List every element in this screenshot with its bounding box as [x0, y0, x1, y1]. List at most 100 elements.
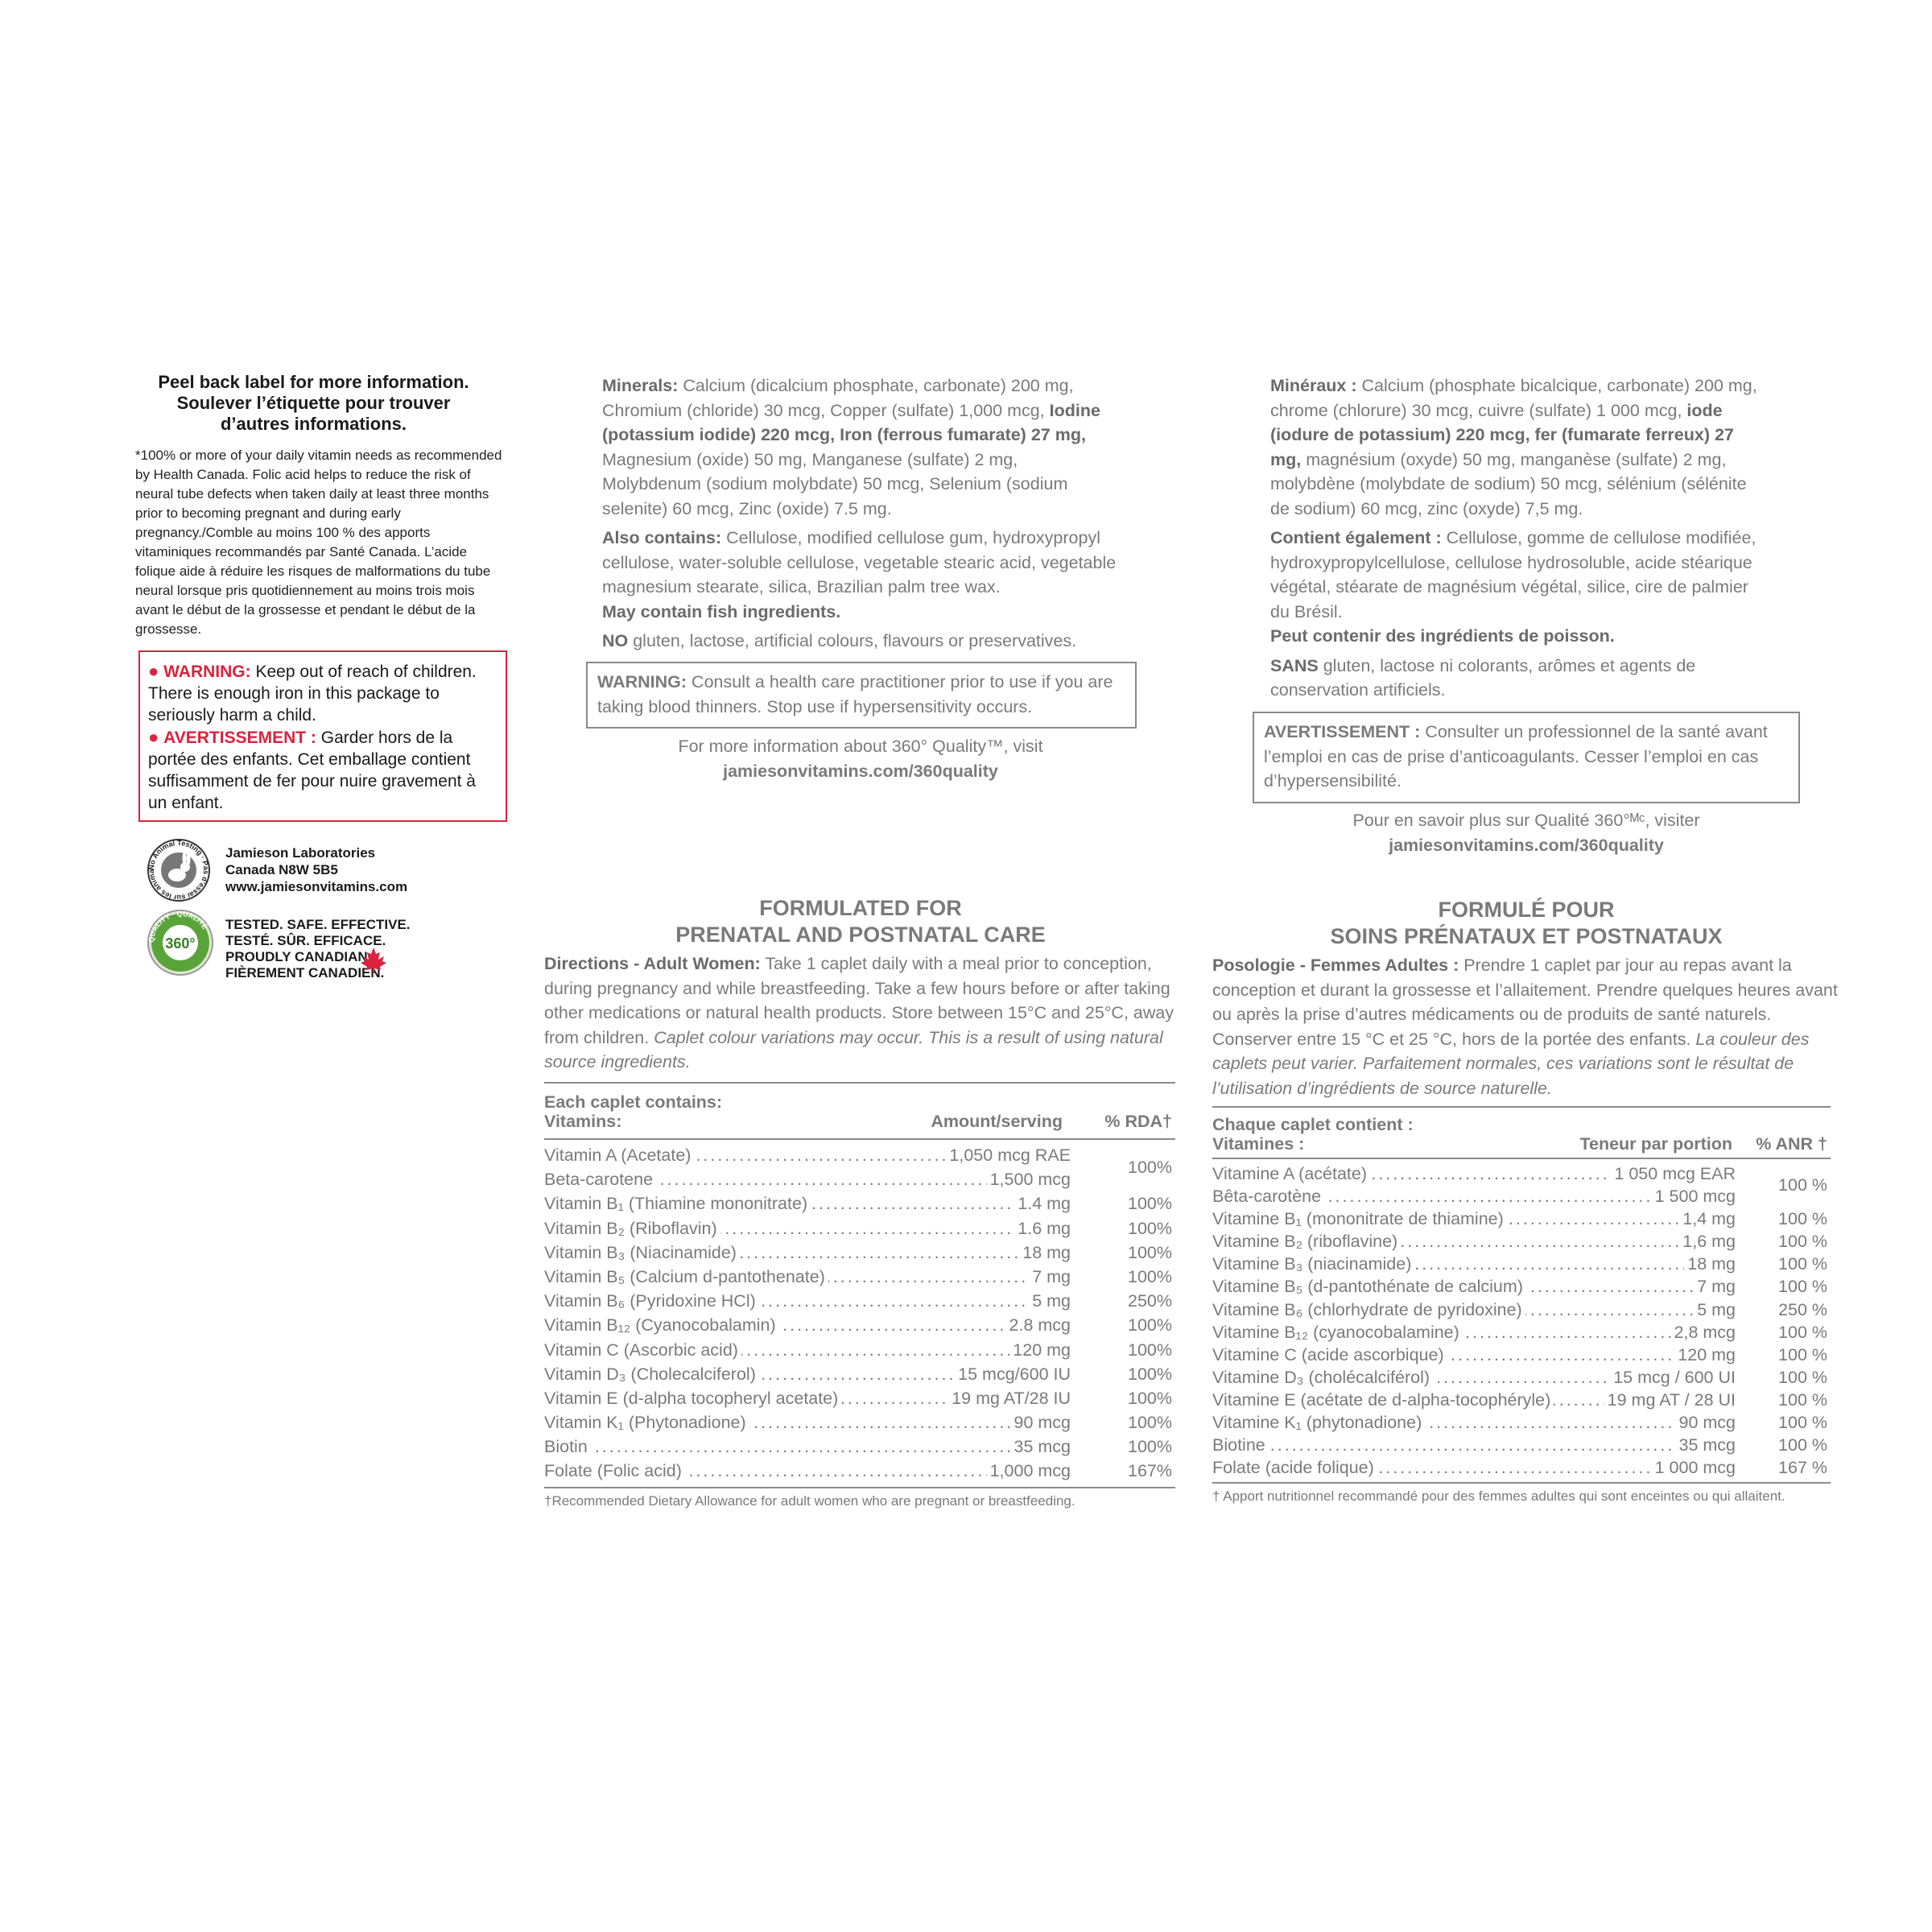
nutrient-name: Vitamin B₁ (Thiamine mononitrate) [544, 1191, 811, 1216]
nutrient-name: Vitamine A (acétate) [1212, 1162, 1371, 1186]
fr-more-info: Pour en savoir plus sur Qualité 360°ᴹᶜ, … [1253, 808, 1800, 857]
nutrient-percent: 100 % [1778, 1175, 1827, 1195]
avertissement-text: Garder hors de la portée des enfants. Ce… [148, 729, 476, 812]
nutrient-amount: 5 mg [1694, 1298, 1736, 1321]
fr-vitamin-table: Chaque caplet contient : Vitamines : Ten… [1212, 1106, 1831, 1505]
no-animal-testing-icon: No Animal Testing · Pas d’essai sur les … [147, 838, 210, 902]
nutrient-percent: 100 % [1778, 1389, 1827, 1410]
nutrient-name: Vitamine E (acétate de d-alpha-tocophéry… [1212, 1388, 1554, 1412]
nutrient-percent: 100% [1128, 1437, 1172, 1457]
nutrient-amount: 7 mg [1694, 1275, 1736, 1298]
nutrient-name: Vitamin B₆ (Pyridoxine HCl) [544, 1289, 759, 1314]
nutrient-percent: 100% [1128, 1266, 1172, 1286]
nutrient-name: Vitamine B₆ (chlorhydrate de pyridoxine) [1212, 1298, 1525, 1321]
nutrient-percent: 167 % [1778, 1458, 1827, 1478]
nutrient-name: Vitamine K₁ (phytonadione) [1212, 1411, 1426, 1435]
fr-directions: Posologie - Femmes Adultes : Prendre 1 c… [1212, 956, 1838, 1098]
nutrient-name: Vitamine B₅ (d-pantothénate de calcium) [1212, 1275, 1526, 1298]
en-vitamin-table: Each caplet contains: Vitamins: Amount/s… [544, 1082, 1175, 1509]
nutrient-amount: 2.8 mcg [1005, 1313, 1071, 1338]
nutrient-amount: 1 050 mcg EAR [1611, 1162, 1736, 1186]
en-also-contains: Also contains: Cellulose, modified cellu… [602, 528, 1117, 597]
fr-minerals-section: Minéraux : Calcium (phosphate bicalcique… [1270, 374, 1769, 708]
nutrient-amount: 1.6 mg [1014, 1216, 1071, 1241]
nutrient-amount: 1,6 mg [1679, 1230, 1736, 1253]
nutrient-name: Vitamin C (Ascorbic acid) [544, 1337, 741, 1362]
nutrient-name: Beta-carotene [544, 1167, 657, 1192]
nutrient-percent: 100% [1128, 1364, 1172, 1384]
nutrient-name: Vitamin D₃ (Cholecalciferol) [544, 1361, 759, 1386]
table-row: ........................................… [544, 1240, 1175, 1265]
fr-table-footnote: † Apport nutritionnel recommandé pour de… [1212, 1482, 1831, 1505]
nutrient-name: Vitamin K₁ (Phytonadione) [544, 1410, 749, 1435]
en-no-list: NO gluten, lactose, artificial colours, … [602, 631, 1077, 650]
table-row: ........................................… [1212, 1208, 1831, 1231]
nutrient-amount: 35 mcg [1010, 1435, 1071, 1459]
table-row: ........................................… [544, 1167, 1175, 1192]
table-row: ........................................… [544, 1361, 1175, 1386]
nutrient-amount: 90 mcg [1010, 1410, 1071, 1435]
table-row: ........................................… [1212, 1388, 1831, 1412]
nutrient-amount: 90 mcg [1675, 1411, 1736, 1435]
nutrient-percent: 100% [1128, 1218, 1172, 1238]
nutrient-percent: 100 % [1778, 1254, 1827, 1274]
nutrient-percent: 100 % [1778, 1209, 1827, 1229]
table-row: ........................................… [1212, 1185, 1831, 1208]
iron-warning-box: ● WARNING: Keep out of reach of children… [138, 650, 507, 822]
en-minerals: Minerals: Calcium (dicalcium phosphate, … [602, 376, 1100, 518]
fr-warning-box: AVERTISSEMENT : Consulter un professionn… [1253, 712, 1800, 803]
nutrient-name: Vitamin B₁₂ (Cyanocobalamin) [544, 1313, 779, 1338]
nutrient-percent: 100% [1128, 1315, 1172, 1335]
en-more-info: For more information about 360° Quality™… [586, 734, 1135, 783]
en-360-link[interactable]: jamiesonvitamins.com/360quality [723, 761, 998, 781]
fr-table-body: ........................................… [1212, 1159, 1831, 1480]
nutrient-name: Folate (acide folique) [1212, 1456, 1377, 1480]
nutrient-amount: 2,8 mcg [1670, 1320, 1736, 1344]
nutrient-amount: 1,500 mcg [986, 1167, 1071, 1192]
fr-minerals: Minéraux : Calcium (phosphate bicalcique… [1270, 376, 1757, 518]
nutrient-name: Biotine [1212, 1434, 1269, 1457]
table-row: ........................................… [544, 1435, 1175, 1459]
nutrient-name: Vitamine B₃ (niacinamide) [1212, 1253, 1415, 1276]
nutrient-percent: 100 % [1778, 1277, 1827, 1297]
warning-dot-icon: ● [148, 727, 159, 747]
nutrient-name: Vitamine B₂ (riboflavine) [1212, 1230, 1402, 1253]
nutrient-name: Bêta-carotène [1212, 1185, 1325, 1208]
table-row: ........................................… [544, 1191, 1175, 1216]
nutrient-amount: 120 mg [1009, 1337, 1071, 1362]
table-row: ........................................… [544, 1459, 1175, 1484]
nutrient-percent: 250 % [1778, 1299, 1827, 1319]
fr-360-link[interactable]: jamiesonvitamins.com/360quality [1389, 835, 1664, 855]
nutrient-name: Vitamin A (Acetate) [544, 1143, 695, 1168]
nutrient-amount: 18 mg [1684, 1253, 1736, 1276]
company-block: No Animal Testing · Pas d’essai sur les … [135, 836, 506, 980]
nutrient-percent: 100% [1128, 1340, 1172, 1360]
en-table-body: ........................................… [544, 1140, 1175, 1484]
nutrient-name: Vitamin E (d-alpha tocopheryl acetate) [544, 1385, 842, 1411]
fr-no-list: SANS gluten, lactose ni colorants, arôme… [1270, 655, 1696, 700]
table-row: ........................................… [1212, 1298, 1831, 1321]
nutrient-amount: 1 000 mcg [1651, 1456, 1736, 1480]
table-row: ........................................… [1212, 1343, 1831, 1366]
en-minerals-section: Minerals: Calcium (dicalcium phosphate, … [602, 374, 1117, 658]
nutrient-name: Vitamine D₃ (cholécalciférol) [1212, 1365, 1434, 1389]
en-directions: Directions - Adult Women: Take 1 caplet … [544, 954, 1174, 1071]
daily-needs-footnote: *100% or more of your daily vitamin need… [135, 448, 502, 637]
nutrient-percent: 167% [1128, 1461, 1172, 1481]
en-formulated-heading: FORMULATED FOR PRENATAL AND POSTNATAL CA… [675, 896, 1046, 947]
peel-notice: Peel back label for more information. So… [158, 372, 469, 434]
fr-fish: Peut contenir des ingrédients de poisson… [1270, 626, 1615, 646]
tagline: TESTED. SAFE. EFFECTIVE. TESTÉ. SÛR. EFF… [225, 917, 411, 980]
fr-formulated-heading: FORMULÉ POUR SOINS PRÉNATAUX ET POSTNATA… [1330, 898, 1723, 948]
table-row: ........................................… [1212, 1162, 1831, 1195]
nutrient-amount: 1.4 mg [1014, 1191, 1071, 1216]
nutrient-name: Vitamine B₁₂ (cyanocobalamine) [1212, 1320, 1463, 1344]
nutrient-amount: 7 mg [1029, 1264, 1071, 1290]
en-table-header: Each caplet contains: Vitamins: Amount/s… [544, 1082, 1175, 1140]
table-row: ........................................… [544, 1289, 1175, 1314]
table-row: ........................................… [1212, 1275, 1831, 1298]
nutrient-percent: 100% [1128, 1242, 1172, 1262]
table-row: ........................................… [544, 1216, 1175, 1241]
table-row: ........................................… [1212, 1365, 1831, 1389]
nutrient-amount: 5 mg [1029, 1289, 1071, 1314]
